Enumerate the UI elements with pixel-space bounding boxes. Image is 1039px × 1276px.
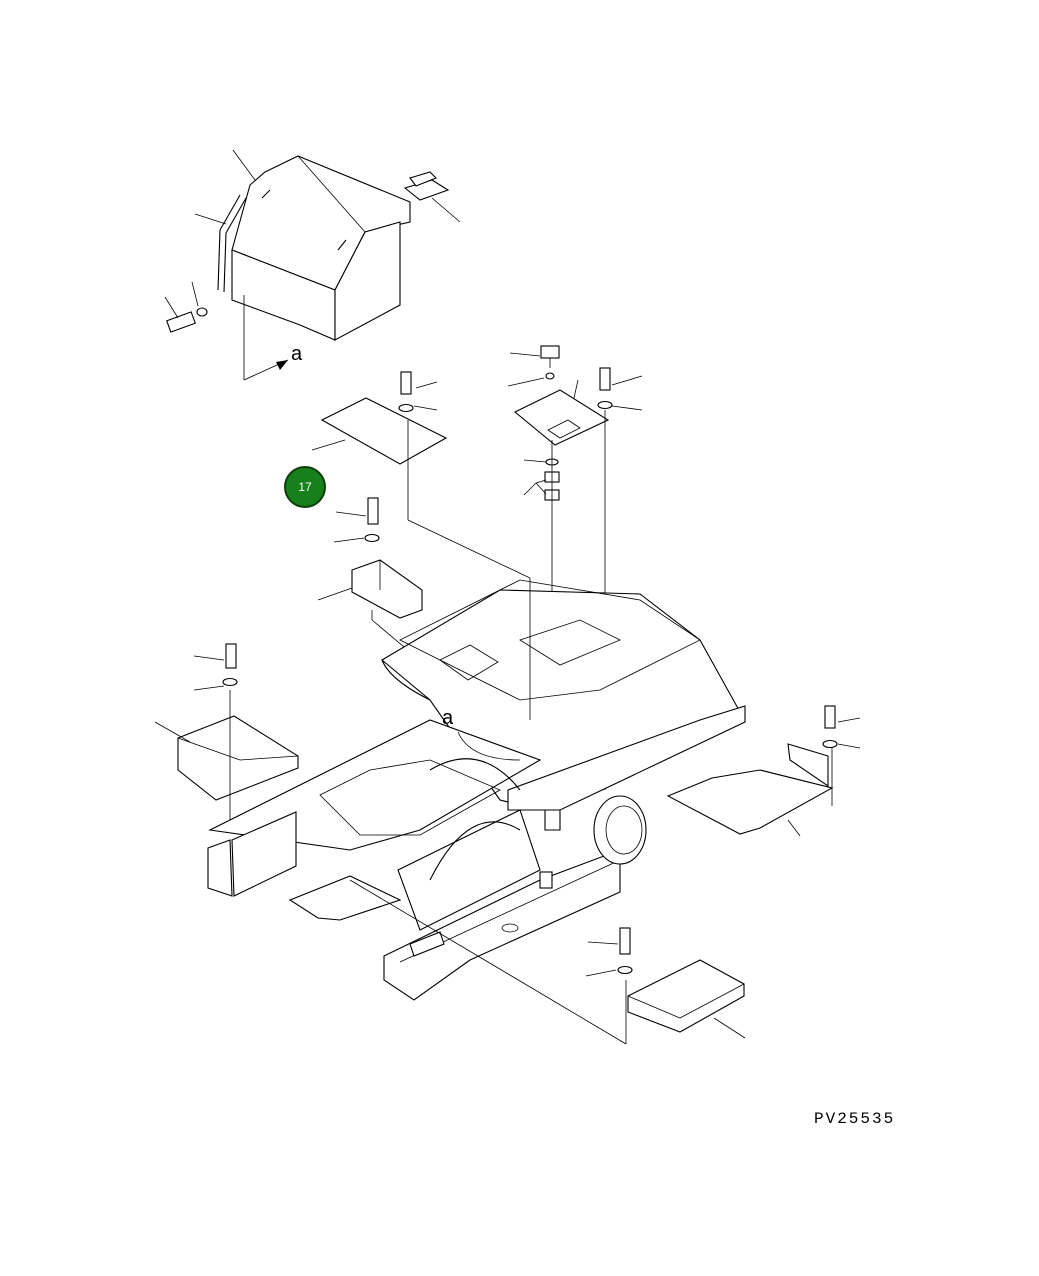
small-box-cover: [317, 497, 423, 653]
top-cover-assembly: [164, 149, 461, 381]
assembly-guide-lines: [349, 519, 627, 1045]
floor-plate-left: [311, 371, 448, 520]
view-marker-label-frame: a: [442, 707, 454, 729]
drawing-part-number: PV25535: [814, 1110, 896, 1128]
left-side-cover: [154, 643, 299, 830]
bottom-right-cover: [585, 927, 746, 1039]
main-frame: [207, 579, 746, 1001]
right-side-plate: [666, 705, 861, 837]
inspection-plate-right: [507, 345, 643, 790]
callout-badge-17[interactable]: 17: [284, 466, 326, 508]
view-marker-arc: [457, 731, 521, 761]
view-marker-label-top: a: [291, 343, 303, 365]
